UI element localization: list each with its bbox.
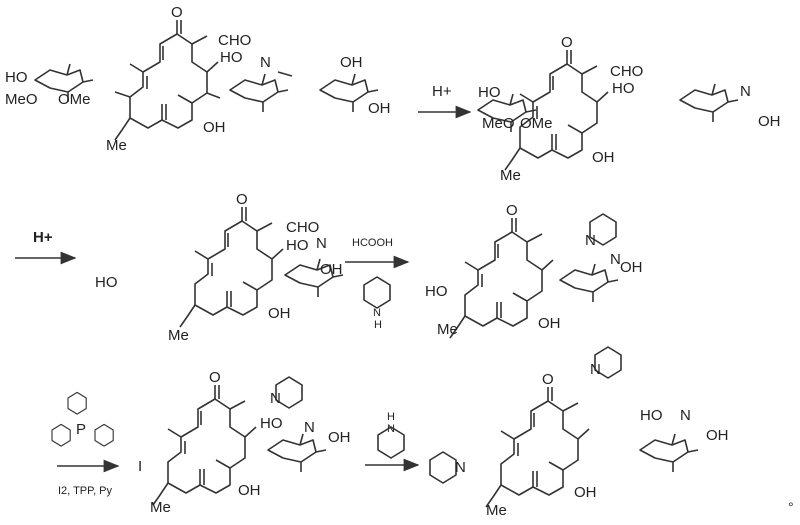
ho-label: HO bbox=[640, 407, 663, 424]
me-label: Me bbox=[437, 321, 458, 338]
oh-label: OH bbox=[320, 261, 343, 278]
ketone-o-label: O bbox=[542, 371, 554, 388]
oh-label: OH bbox=[758, 113, 781, 130]
molecule-1-starting-macrolide: O CHO HO N OH OH HO MeO OMe OH Me bbox=[5, 4, 391, 154]
molecule-3-aglycone-intermediate: O CHO HO N OH HO OH Me bbox=[95, 191, 344, 344]
n-label: N bbox=[610, 251, 621, 268]
mycaminose-sugar bbox=[679, 83, 739, 123]
ketone-o-label: O bbox=[209, 369, 221, 386]
n-label: N bbox=[260, 54, 271, 71]
me-label: Me bbox=[500, 167, 521, 184]
meo-label: MeO bbox=[482, 115, 515, 132]
molecule-4-piperidinyl-product: O N N OH HO OH Me bbox=[425, 202, 643, 339]
reagent-label: HCOOH bbox=[352, 237, 393, 249]
piperidine-ring bbox=[429, 451, 457, 484]
meo-label: MeO bbox=[5, 91, 38, 108]
reagent-label: H+ bbox=[432, 83, 452, 100]
oh-label: OH bbox=[538, 315, 561, 332]
ketone-o-label: O bbox=[171, 4, 183, 21]
triphenylphosphine-structure: P bbox=[51, 391, 114, 447]
ho-label: HO bbox=[612, 80, 635, 97]
oh-label: OH bbox=[268, 305, 291, 322]
cho-label: CHO bbox=[610, 63, 643, 80]
me-label: Me bbox=[150, 499, 171, 516]
iodo-label: I bbox=[138, 458, 142, 475]
ketone-o-label: O bbox=[236, 191, 248, 208]
n-label: N bbox=[590, 361, 601, 378]
oh-label: OH bbox=[368, 100, 391, 117]
n-label: N bbox=[585, 232, 596, 249]
ome-label: OMe bbox=[520, 115, 553, 132]
nh-n-label: N bbox=[373, 307, 381, 319]
reaction-step-4: P I2, TPP, Py bbox=[51, 391, 120, 497]
mycaminose-sugar bbox=[639, 433, 699, 473]
reaction-step-1: H+ bbox=[418, 83, 472, 119]
mycaminose-sugar bbox=[559, 263, 619, 303]
me-label: Me bbox=[106, 137, 127, 154]
ho-label: HO bbox=[220, 49, 243, 66]
ho-label: HO bbox=[95, 274, 118, 291]
end-mark: ° bbox=[788, 499, 794, 515]
ho-label: HO bbox=[260, 415, 283, 432]
nh-n-label: N bbox=[387, 423, 395, 435]
oh-label: OH bbox=[238, 482, 261, 499]
reagent-label: H+ bbox=[33, 229, 53, 246]
ome-label: OMe bbox=[58, 91, 91, 108]
n-label: N bbox=[316, 235, 327, 252]
n-label: N bbox=[680, 407, 691, 424]
ketone-o-label: O bbox=[506, 202, 518, 219]
reaction-step-2: H+ bbox=[15, 229, 77, 265]
ho-label: HO bbox=[286, 237, 309, 254]
ho-label: HO bbox=[5, 69, 28, 86]
nh-h-label: H bbox=[387, 411, 395, 423]
oh-label: OH bbox=[620, 259, 643, 276]
p-label: P bbox=[76, 421, 86, 438]
ho-label: HO bbox=[478, 84, 501, 101]
oh-label: OH bbox=[328, 429, 351, 446]
molecule-5-iodo-intermediate: O N HO N OH I OH Me bbox=[138, 369, 351, 516]
oh-label: OH bbox=[574, 484, 597, 501]
reaction-step-5: H N bbox=[365, 411, 420, 472]
molecule-2-intermediate: O CHO HO N OH HO MeO OMe OH Me bbox=[477, 34, 781, 184]
n-label: N bbox=[455, 459, 466, 476]
ketone-o-label: O bbox=[561, 34, 573, 51]
mycaminose-sugar bbox=[267, 433, 327, 473]
piperidine-structure bbox=[363, 276, 391, 309]
oh-label: OH bbox=[203, 119, 226, 136]
oh-label: OH bbox=[340, 54, 363, 71]
me-label: Me bbox=[486, 502, 507, 519]
n-label: N bbox=[740, 83, 751, 100]
oh-label: OH bbox=[592, 149, 615, 166]
nh-h-label: H bbox=[374, 319, 382, 331]
n-label: N bbox=[304, 419, 315, 436]
mycaminose-sugar bbox=[229, 73, 289, 113]
reagent-label: I2, TPP, Py bbox=[58, 485, 113, 497]
ho-label: HO bbox=[425, 283, 448, 300]
me-label: Me bbox=[168, 327, 189, 344]
molecule-6-final-product: O N N HO N OH OH Me bbox=[429, 346, 729, 519]
n-label: N bbox=[270, 390, 281, 407]
oh-label: OH bbox=[706, 427, 729, 444]
reaction-step-3: HCOOH N H bbox=[345, 237, 410, 331]
cho-label: CHO bbox=[218, 32, 251, 49]
cho-label: CHO bbox=[286, 219, 319, 236]
